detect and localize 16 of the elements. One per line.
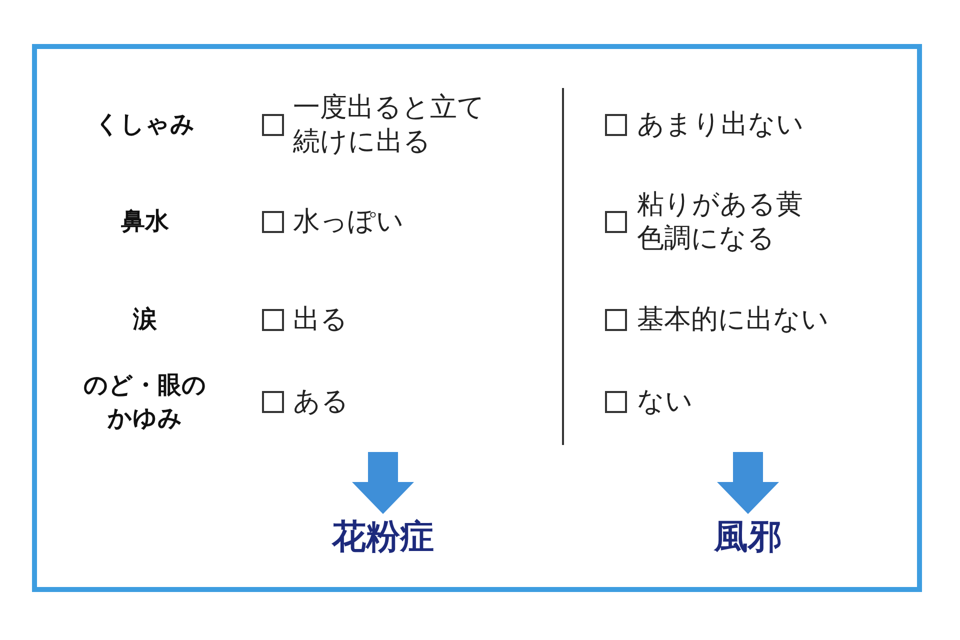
symptom-label: 涙	[132, 304, 158, 335]
symptom-description: 基本的に出ない	[637, 303, 830, 337]
down-arrow	[352, 452, 414, 514]
symptom-description: 水っぽい	[293, 205, 405, 239]
result-label: 花粉症	[303, 514, 463, 560]
result-label: 風邪	[668, 514, 828, 560]
symptom-description: ある	[293, 385, 350, 419]
symptom-description: ない	[637, 385, 694, 419]
symptom-label: 鼻水	[120, 206, 170, 237]
symptom-description: 一度出ると立て続けに出る	[293, 91, 486, 158]
symptom-description: あまり出ない	[637, 108, 805, 142]
symptom-label: のど・眼のかゆみ	[82, 370, 208, 434]
symptom-label: くしゃみ	[94, 109, 196, 140]
down-arrow	[717, 452, 779, 514]
symptom-description: 粘りがある黄色調になる	[637, 188, 804, 256]
symptom-description: 出る	[293, 303, 349, 337]
